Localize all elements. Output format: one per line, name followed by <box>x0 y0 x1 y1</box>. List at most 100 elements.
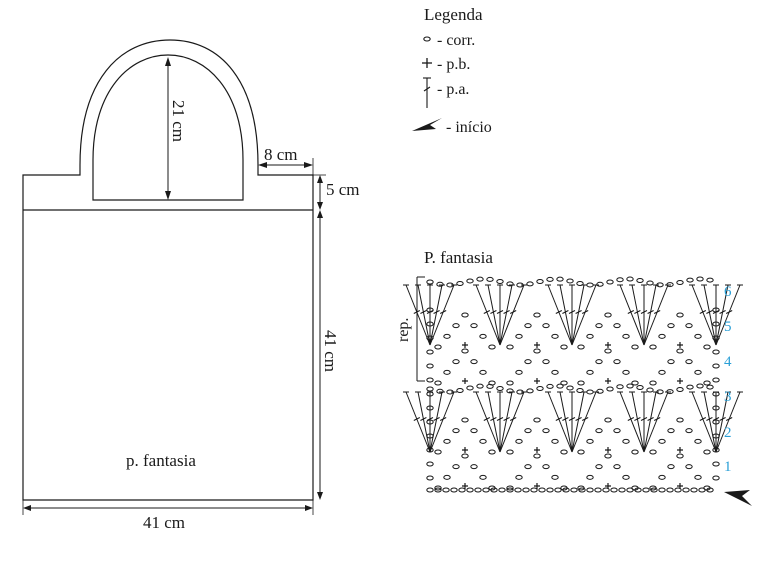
chain-stitch <box>560 449 568 455</box>
chain-stitch <box>461 348 469 354</box>
chain-stitch <box>533 417 541 423</box>
chain-stitch <box>712 475 720 481</box>
chain-stitch <box>696 383 704 389</box>
double-crochet-bar <box>653 417 661 421</box>
chain-stitch <box>613 464 621 470</box>
chain-stitch <box>434 449 442 455</box>
chain-stitch <box>452 359 460 365</box>
chain-stitch <box>506 380 514 386</box>
double-crochet-stitch <box>487 284 501 346</box>
chain-stitch <box>560 380 568 386</box>
legend-item-label: - p.b. <box>437 56 470 73</box>
chain-stitch <box>712 405 720 411</box>
double-crochet-stitch <box>571 391 597 453</box>
double-crochet-bar <box>634 310 641 314</box>
double-crochet-stitch <box>643 284 657 346</box>
double-crochet-bar <box>413 310 421 314</box>
double-crochet-bar <box>496 417 504 421</box>
single-crochet-stitch <box>534 483 540 489</box>
double-crochet-stitch <box>429 391 455 453</box>
single-crochet-stitch <box>462 342 468 348</box>
chain-stitch <box>685 464 693 470</box>
chain-stitch <box>536 385 544 391</box>
double-crochet-bar <box>483 417 491 421</box>
chain-stitch <box>488 449 496 455</box>
chain-stitch <box>658 333 666 339</box>
chain-stitch <box>488 380 496 386</box>
double-crochet-stitch <box>405 391 431 453</box>
double-crochet-stitch <box>571 391 585 453</box>
chain-stitch <box>596 388 604 394</box>
chain-stitch <box>656 282 664 288</box>
chain-stitch <box>470 428 478 434</box>
chain-stitch <box>596 281 604 287</box>
double-crochet-stitch <box>619 284 645 346</box>
chain-stitch <box>649 485 657 491</box>
chain-stitch <box>488 344 496 350</box>
arrowhead <box>23 505 31 511</box>
chain-stitch <box>450 487 458 493</box>
chain-stitch <box>556 276 564 282</box>
chain-stitch <box>479 438 487 444</box>
chain-stitch <box>479 474 487 480</box>
double-crochet-icon <box>423 77 431 108</box>
chain-stitch <box>466 278 474 284</box>
row-number: 6 <box>724 284 732 300</box>
chain-stitch <box>586 369 594 375</box>
chain-stitch <box>452 464 460 470</box>
double-crochet-bar <box>503 310 510 314</box>
double-crochet-stitch <box>499 284 513 346</box>
chain-stitch <box>577 344 585 350</box>
chain-stitch <box>667 464 675 470</box>
chain-stitch <box>604 417 612 423</box>
chain-stitch <box>622 369 630 375</box>
single-crochet-stitch <box>605 378 611 384</box>
double-crochet-stitch <box>703 284 717 346</box>
double-crochet-bar <box>581 310 589 314</box>
repeat-label: rep. <box>395 318 412 342</box>
chain-stitch <box>667 359 675 365</box>
chain-stitch <box>703 485 711 491</box>
chain-stitch <box>426 349 434 355</box>
legend-item-label: - início <box>446 119 492 136</box>
double-crochet-stitch <box>499 391 525 453</box>
legend: Legenda - corr. - p.b. - p.a. - início <box>412 5 492 136</box>
row-number: 2 <box>724 425 732 441</box>
handle-width-label: 8 cm <box>264 145 298 164</box>
chain-stitch <box>595 464 603 470</box>
chain-stitch <box>576 388 584 393</box>
chain-stitch <box>476 276 484 282</box>
double-crochet-bar <box>647 417 654 421</box>
arrowhead <box>305 505 313 511</box>
chain-stitch <box>498 487 506 493</box>
chain-stitch <box>426 487 434 493</box>
chain-stitch <box>576 281 584 286</box>
double-crochet-bar <box>439 417 447 421</box>
single-crochet-stitch <box>605 342 611 348</box>
row-number: 3 <box>724 389 732 405</box>
chain-stitch <box>551 474 559 480</box>
chain-stitch <box>613 323 621 329</box>
double-crochet-stitch <box>499 284 525 346</box>
chain-stitch <box>676 417 684 423</box>
chain-stitch <box>506 281 514 287</box>
chain-stitch <box>436 281 444 287</box>
chain-stitch <box>694 369 702 375</box>
chain-stitch <box>515 369 523 375</box>
chain-stitch <box>426 461 434 467</box>
chain-stitch <box>706 277 714 283</box>
chain-stitch <box>566 385 574 391</box>
chain-stitch <box>452 323 460 329</box>
double-crochet-bar <box>568 417 576 421</box>
chain-icon <box>423 36 431 42</box>
double-crochet-bar <box>725 417 733 421</box>
double-crochet-bar <box>420 417 427 421</box>
chain-stitch <box>570 487 578 493</box>
chain-stitch <box>712 447 720 453</box>
double-crochet-stitch <box>691 391 717 453</box>
chain-stitch <box>466 385 474 391</box>
double-crochet-bar <box>562 310 569 314</box>
chain-stitch <box>586 333 594 339</box>
chain-stitch <box>470 323 478 329</box>
chain-stitch <box>443 474 451 480</box>
